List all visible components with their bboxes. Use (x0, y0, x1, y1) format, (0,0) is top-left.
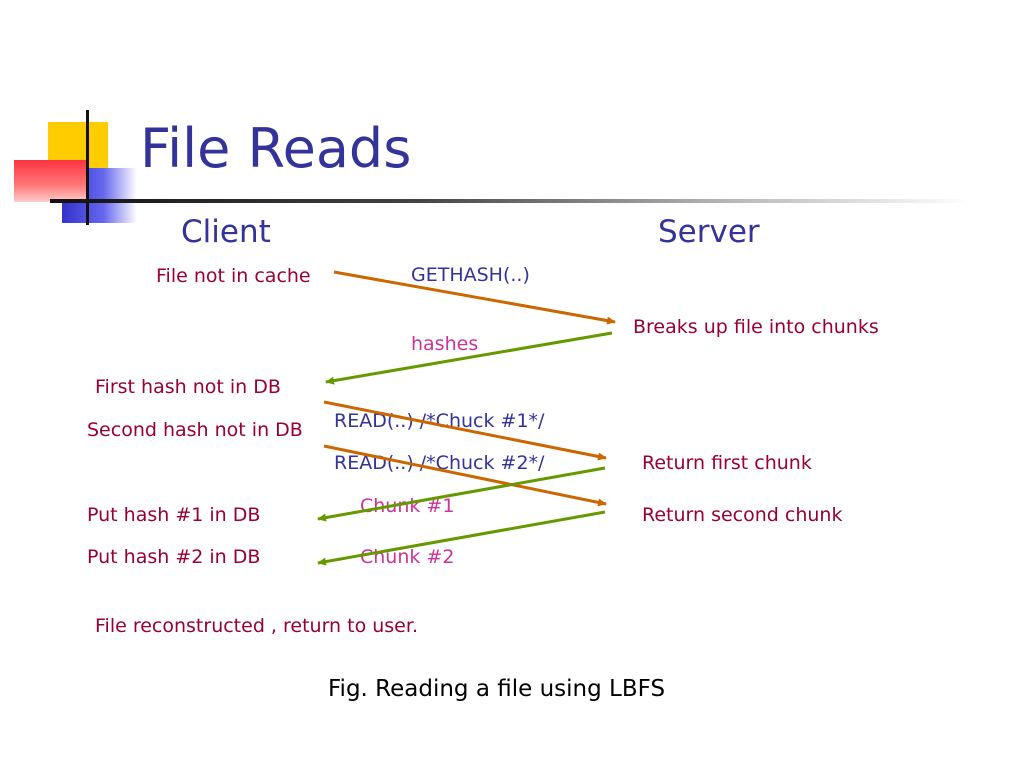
arrow-hashes (325, 331, 613, 385)
arrow-gethash (333, 270, 616, 325)
client-step-file-not-in-cache: File not in cache (156, 265, 311, 287)
arrow-chunk-2 (317, 510, 606, 566)
slide-title: File Reads (140, 117, 412, 180)
figure-caption: Fig. Reading a file using LBFS (328, 676, 666, 702)
arrow-chunk-1 (317, 466, 606, 522)
logo-vertical-line (86, 110, 89, 225)
server-column-heading: Server (658, 214, 760, 250)
client-step-reconstructed: File reconstructed , return to user. (95, 615, 418, 637)
client-step-second-hash-not-in-db: Second hash not in DB (87, 419, 303, 441)
message-chunk-1: Chunk #1 (360, 495, 455, 517)
message-hashes: hashes (411, 333, 479, 355)
client-step-first-hash-not-in-db: First hash not in DB (95, 376, 281, 398)
logo-red-square (14, 160, 86, 202)
server-step-return-second: Return second chunk (642, 504, 843, 526)
message-read-chunk-1: READ(..) /*Chuck #1*/ (334, 410, 545, 432)
client-step-put-hash-1: Put hash #1 in DB (87, 504, 261, 526)
arrow-read-chunk-1 (323, 400, 607, 461)
client-step-put-hash-2: Put hash #2 in DB (87, 546, 261, 568)
server-step-return-first: Return first chunk (642, 452, 812, 474)
arrow-read-chunk-2 (323, 444, 607, 507)
message-gethash: GETHASH(..) (411, 264, 530, 286)
server-step-breaks-up: Breaks up file into chunks (633, 316, 879, 338)
client-column-heading: Client (181, 214, 271, 250)
title-underline (50, 199, 970, 203)
